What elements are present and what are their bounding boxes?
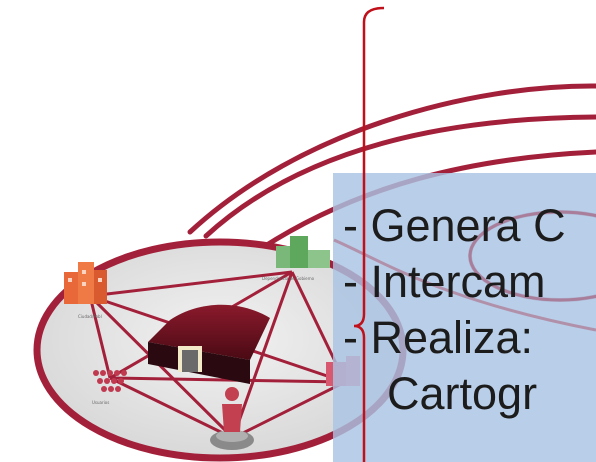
node-label-left: Ciudad/Pobl (78, 314, 102, 319)
people-icon (93, 370, 127, 392)
bullet-subitem: Cartogr (387, 368, 538, 419)
bullet-item: - Realiza: (343, 312, 534, 363)
node-label-users: Usuarios (92, 400, 109, 405)
building-icon (276, 236, 330, 268)
bullet-list: - Genera C - Intercam - Realiza: Cartogr (343, 198, 566, 422)
bullet-item: - Intercam (343, 256, 546, 307)
person-icon (210, 387, 254, 450)
node-label-top: Dependencia de Gobierno (262, 276, 315, 281)
building-icon (64, 262, 107, 304)
warehouse-icon (148, 304, 270, 384)
bullet-item: - Genera C (343, 200, 566, 251)
